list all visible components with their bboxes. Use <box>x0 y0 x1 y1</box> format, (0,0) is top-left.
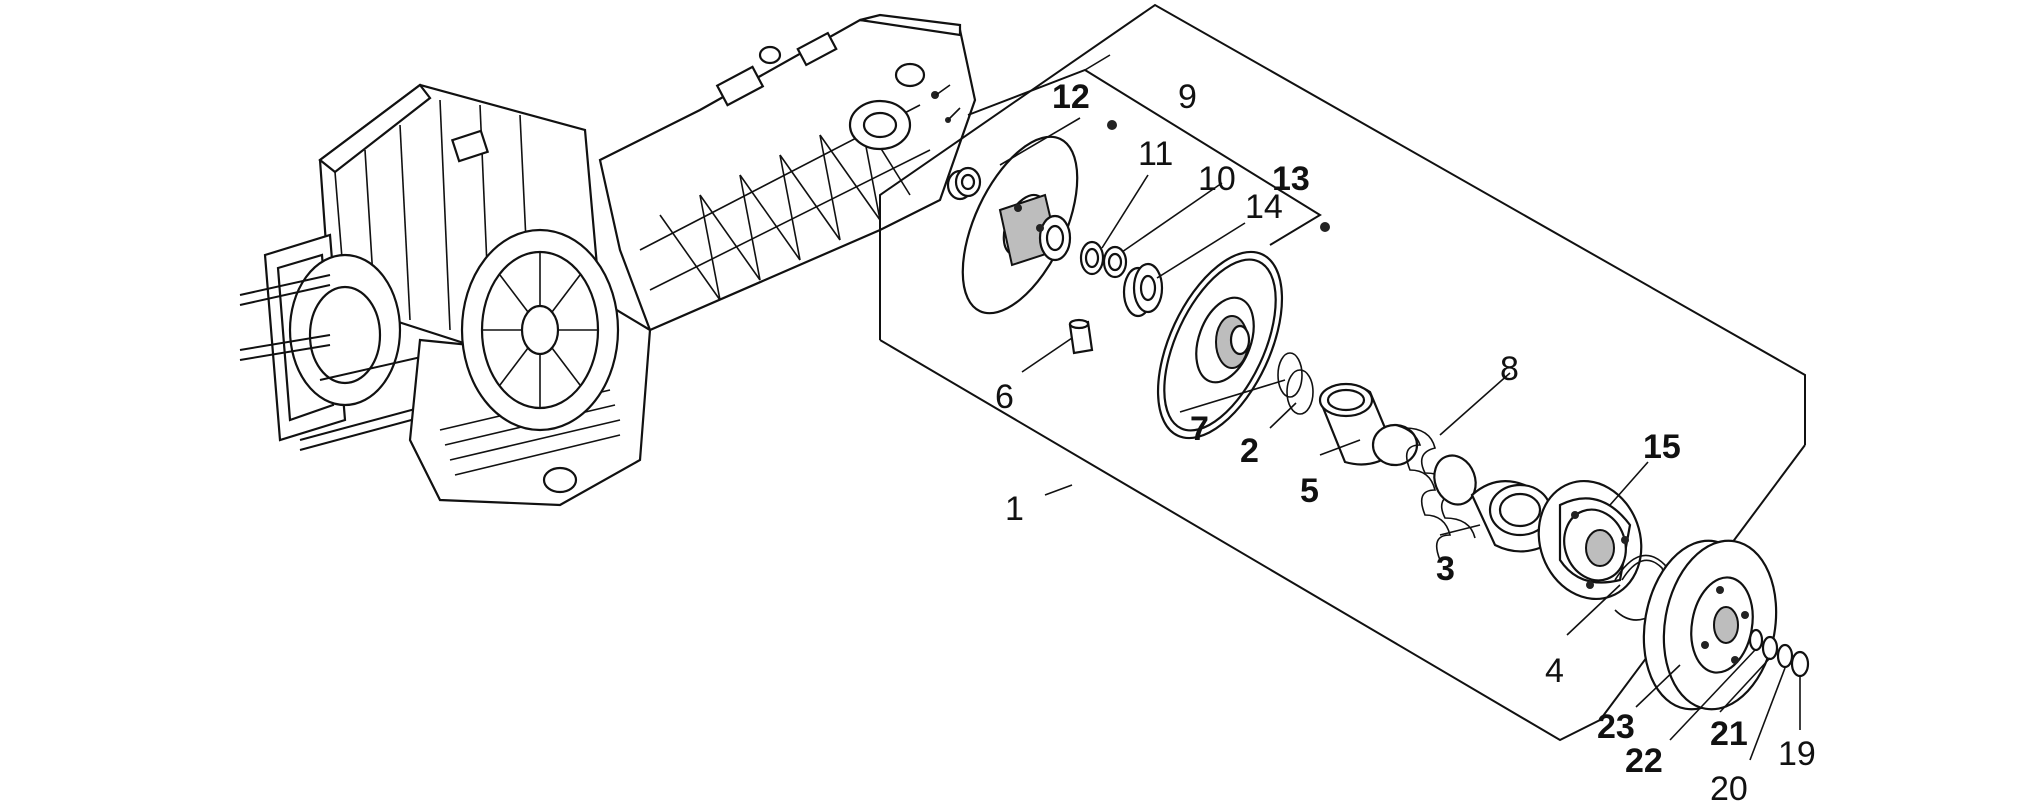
part-washers <box>1748 628 1810 678</box>
label-5: 5 <box>1300 472 1319 510</box>
label-12: 12 <box>1052 78 1090 116</box>
part-12-bearing <box>946 166 982 201</box>
part-fixed-sheave <box>961 135 1079 315</box>
part-11-ring <box>1079 240 1105 276</box>
label-2: 2 <box>1240 432 1259 470</box>
label-15: 15 <box>1643 428 1681 466</box>
label-19: 19 <box>1778 735 1816 773</box>
label-4: 4 <box>1545 652 1564 690</box>
label-13: 13 <box>1272 160 1310 198</box>
part-2-ring <box>1286 369 1314 415</box>
leader-lines <box>999 117 1801 761</box>
label-1: 1 <box>1005 490 1024 528</box>
part-23-clutch-bell <box>1642 539 1778 711</box>
part-labels: 1 2 3 4 5 6 7 8 9 10 11 12 13 14 15 19 2… <box>995 78 1816 807</box>
label-20: 20 <box>1710 770 1748 807</box>
label-22: 22 <box>1625 742 1663 780</box>
label-10: 10 <box>1198 160 1236 198</box>
label-6: 6 <box>995 378 1014 416</box>
label-14: 14 <box>1245 188 1283 226</box>
label-23: 23 <box>1597 708 1635 746</box>
part-6-bush <box>1068 318 1094 355</box>
part-8-spring <box>1371 423 1477 561</box>
part-15-clutch <box>1537 479 1643 601</box>
part-14-bearing <box>1122 262 1164 318</box>
part-7-oring <box>1277 352 1303 398</box>
label-9: 9 <box>1178 78 1197 116</box>
label-3: 3 <box>1436 550 1455 588</box>
label-11: 11 <box>1138 135 1173 173</box>
part-13-moving-sheave <box>1156 250 1284 440</box>
engine-crankcase <box>239 13 977 507</box>
part-10-ring <box>1102 245 1128 279</box>
subassembly-frame <box>967 54 1322 246</box>
label-7: 7 <box>1190 410 1209 448</box>
label-8: 8 <box>1500 350 1519 388</box>
label-21: 21 <box>1710 715 1748 753</box>
